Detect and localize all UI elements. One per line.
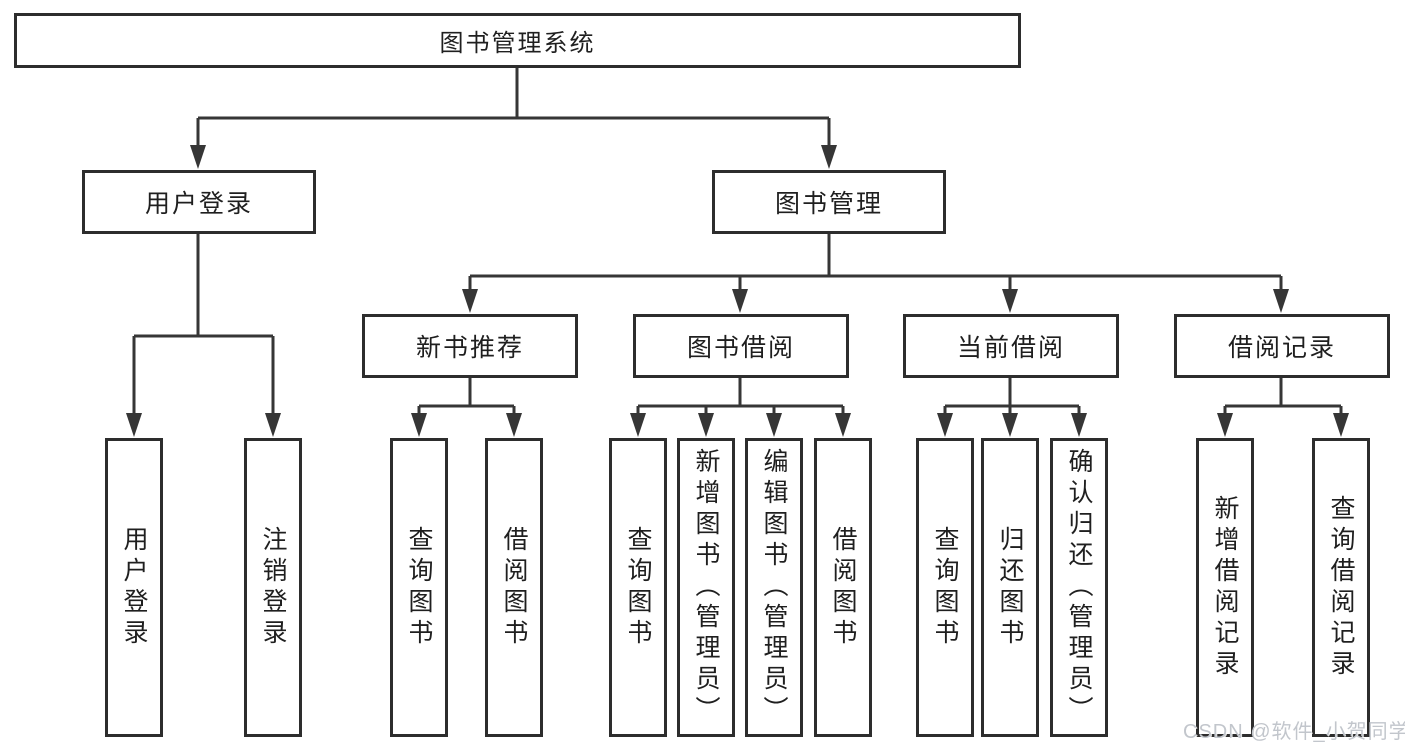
leaf-borrowing-edit-books-admin-label: 编辑图书（管理员） bbox=[760, 448, 788, 727]
connector-user-login-children bbox=[126, 234, 281, 437]
node-user-login: 用户登录 bbox=[82, 170, 316, 234]
connector-book-mgmt-to-level3 bbox=[462, 234, 1289, 313]
node-book-borrowing-label: 图书借阅 bbox=[686, 334, 795, 362]
leaf-records-query-record: 查询借阅记录 bbox=[1312, 438, 1370, 737]
leaf-newbooks-query-books: 查询图书 bbox=[390, 438, 448, 737]
leaf-borrowing-edit-books-admin: 编辑图书（管理员） bbox=[745, 438, 803, 737]
leaf-borrowing-borrow-books: 借阅图书 bbox=[814, 438, 872, 737]
connector-current-borrow-children bbox=[937, 378, 1087, 437]
leaf-logout: 注销登录 bbox=[244, 438, 302, 737]
leaf-newbooks-borrow-books: 借阅图书 bbox=[485, 438, 543, 737]
connector-borrow-records-children bbox=[1217, 378, 1349, 437]
node-new-book-recommend: 新书推荐 bbox=[362, 314, 578, 378]
leaf-current-query-books-label: 查询图书 bbox=[931, 525, 959, 650]
leaf-user-login: 用户登录 bbox=[105, 438, 163, 737]
leaf-borrowing-add-books-admin-label: 新增图书（管理员） bbox=[692, 448, 720, 727]
leaf-current-query-books: 查询图书 bbox=[916, 438, 974, 737]
leaf-current-return-books-label: 归还图书 bbox=[996, 525, 1024, 650]
node-user-login-label: 用户登录 bbox=[144, 190, 253, 218]
node-borrowing-records: 借阅记录 bbox=[1174, 314, 1390, 378]
connector-new-books-children bbox=[411, 378, 522, 437]
leaf-borrowing-query-books-label: 查询图书 bbox=[624, 525, 652, 650]
node-book-borrowing: 图书借阅 bbox=[633, 314, 849, 378]
csdn-watermark: CSDN @软件_小贺同学 bbox=[1183, 721, 1405, 743]
leaf-newbooks-borrow-books-label: 借阅图书 bbox=[500, 525, 528, 650]
leaf-user-login-label: 用户登录 bbox=[120, 525, 148, 650]
leaf-current-return-books: 归还图书 bbox=[981, 438, 1039, 737]
leaf-records-query-record-label: 查询借阅记录 bbox=[1327, 494, 1355, 681]
node-current-borrowing-label: 当前借阅 bbox=[956, 334, 1065, 362]
node-new-book-recommend-label: 新书推荐 bbox=[415, 334, 524, 362]
node-book-management: 图书管理 bbox=[712, 170, 946, 234]
leaf-current-confirm-return-admin-label: 确认归还（管理员） bbox=[1065, 448, 1093, 727]
leaf-borrowing-borrow-books-label: 借阅图书 bbox=[829, 525, 857, 650]
node-root-label: 图书管理系统 bbox=[439, 30, 596, 57]
connector-book-borrow-children bbox=[630, 378, 851, 437]
leaf-newbooks-query-books-label: 查询图书 bbox=[405, 525, 433, 650]
node-borrowing-records-label: 借阅记录 bbox=[1227, 334, 1336, 362]
node-current-borrowing: 当前借阅 bbox=[903, 314, 1119, 378]
leaf-borrowing-add-books-admin: 新增图书（管理员） bbox=[677, 438, 735, 737]
leaf-borrowing-query-books: 查询图书 bbox=[609, 438, 667, 737]
connector-root-to-level2 bbox=[190, 68, 837, 169]
leaf-records-add-record-label: 新增借阅记录 bbox=[1211, 494, 1239, 681]
node-root-system: 图书管理系统 bbox=[14, 13, 1021, 68]
leaf-records-add-record: 新增借阅记录 bbox=[1196, 438, 1254, 737]
node-book-management-label: 图书管理 bbox=[774, 190, 883, 218]
leaf-logout-label: 注销登录 bbox=[259, 525, 287, 650]
leaf-current-confirm-return-admin: 确认归还（管理员） bbox=[1050, 438, 1108, 737]
